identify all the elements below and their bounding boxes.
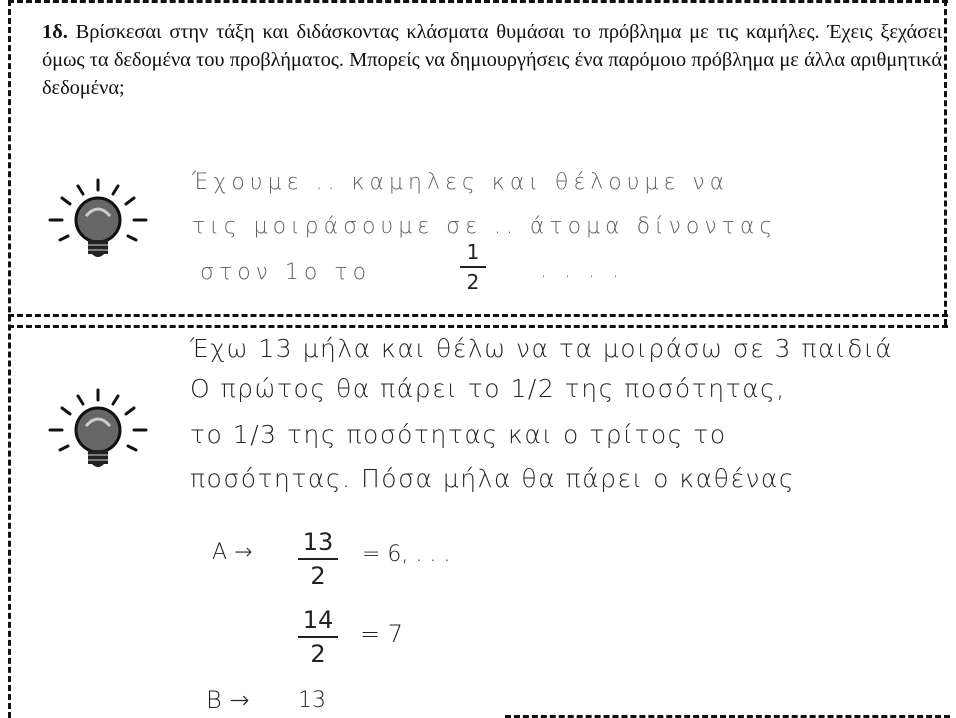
- problem-text: Βρίσκεσαι στην τάξη και διδάσκοντας κλάσ…: [42, 21, 943, 99]
- fraction-bar: [298, 558, 338, 560]
- box1-trailing-dots: . . . .: [540, 258, 624, 283]
- box2-line-3: το 1/3 της ποσότητας και ο τρίτος το: [190, 420, 727, 449]
- box2-line-1: Έχω 13 μήλα και θέλω να τα μοιράσω σε 3 …: [190, 334, 894, 363]
- problem-number: 1δ.: [42, 21, 68, 43]
- box1-line-1: Έχουμε .. καμηλες και θέλουμε να: [192, 170, 730, 195]
- right-border: [944, 0, 947, 325]
- work-fraction-2: 14 2: [298, 606, 338, 668]
- fraction-bar: [460, 266, 486, 268]
- separator-top: [8, 314, 948, 317]
- work-b-value: 13: [298, 688, 326, 713]
- lightbulb-icon: [48, 388, 148, 467]
- box1-fraction-numerator: 1: [466, 240, 480, 264]
- work-a-label: A →: [212, 540, 253, 565]
- work-fraction-1-denominator: 2: [310, 562, 326, 590]
- work-fraction-1: 13 2: [298, 528, 338, 590]
- work-result-1: = 6, . . .: [362, 542, 451, 567]
- fraction-bar: [298, 636, 338, 638]
- box2-line-2: Ο πρώτος θα πάρει το 1/2 της ποσότητας,: [190, 374, 786, 403]
- bottom-border: [505, 715, 950, 718]
- left-border: [8, 0, 11, 718]
- work-result-2: = 7: [360, 620, 404, 648]
- box1-fraction-denominator: 2: [466, 270, 480, 294]
- lightbulb-icon: [48, 178, 148, 257]
- box1-fraction: 1 2: [460, 240, 486, 294]
- work-b-label: B →: [206, 686, 250, 714]
- work-fraction-2-numerator: 14: [302, 606, 334, 634]
- problem-statement: 1δ. Βρίσκεσαι στην τάξη και διδάσκοντας …: [42, 18, 942, 102]
- top-border: [8, 0, 948, 3]
- work-fraction-2-denominator: 2: [310, 640, 326, 668]
- work-fraction-1-numerator: 13: [302, 528, 334, 556]
- box1-line-2: τις μοιράσουμε σε .. άτομα δίνοντας: [192, 214, 778, 239]
- box2-line-4: ποσότητας. Πόσα μήλα θα πάρει ο καθένας: [190, 464, 796, 493]
- box1-line-3: στον 1ο το: [200, 260, 372, 285]
- separator-bottom: [8, 325, 948, 328]
